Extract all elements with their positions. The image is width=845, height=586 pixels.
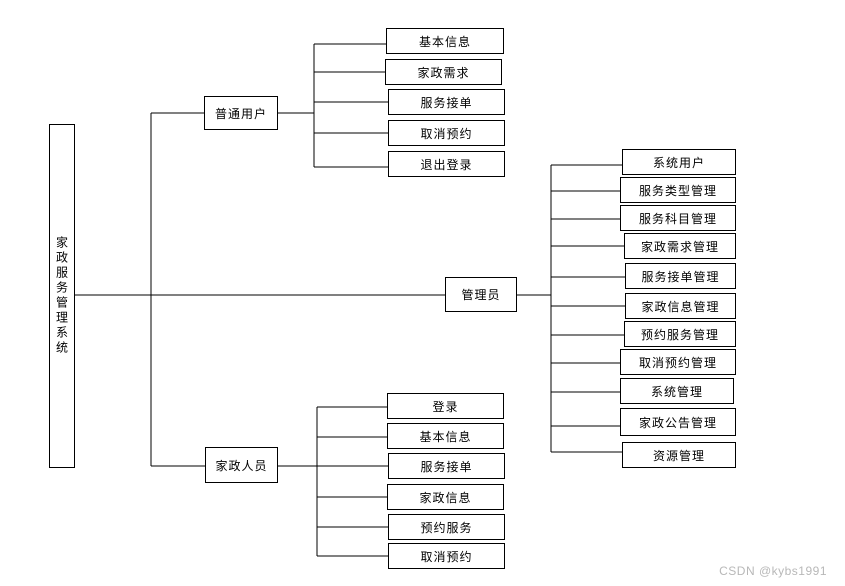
user-item-3: 服务接单 (388, 89, 505, 115)
admin-item-3: 服务科目管理 (620, 205, 736, 231)
user-item-2: 家政需求 (385, 59, 502, 85)
worker-item-5: 预约服务 (388, 514, 505, 540)
worker-item-2: 基本信息 (387, 423, 504, 449)
admin-item-5: 服务接单管理 (625, 263, 736, 289)
user-item-1: 基本信息 (386, 28, 504, 54)
worker-item-4: 家政信息 (387, 484, 504, 510)
worker-item-3: 服务接单 (388, 453, 505, 479)
admin-item-7: 预约服务管理 (624, 321, 736, 347)
user-item-5: 退出登录 (388, 151, 505, 177)
admin-item-4: 家政需求管理 (624, 233, 736, 259)
user-item-4: 取消预约 (388, 120, 505, 146)
admin-item-2: 服务类型管理 (620, 177, 736, 203)
admin-item-10: 家政公告管理 (620, 408, 736, 436)
branch-user: 普通用户 (204, 96, 278, 130)
admin-item-9: 系统管理 (620, 378, 734, 404)
root-node: 家政服务管理系统 (49, 124, 75, 468)
worker-item-1: 登录 (387, 393, 504, 419)
admin-item-1: 系统用户 (622, 149, 736, 175)
branch-admin: 管理员 (445, 277, 517, 312)
branch-worker: 家政人员 (205, 447, 278, 483)
watermark-text: CSDN @kybs1991 (719, 564, 827, 578)
admin-item-11: 资源管理 (622, 442, 736, 468)
admin-item-6: 家政信息管理 (625, 293, 736, 319)
admin-item-8: 取消预约管理 (620, 349, 736, 375)
worker-item-6: 取消预约 (388, 543, 505, 569)
